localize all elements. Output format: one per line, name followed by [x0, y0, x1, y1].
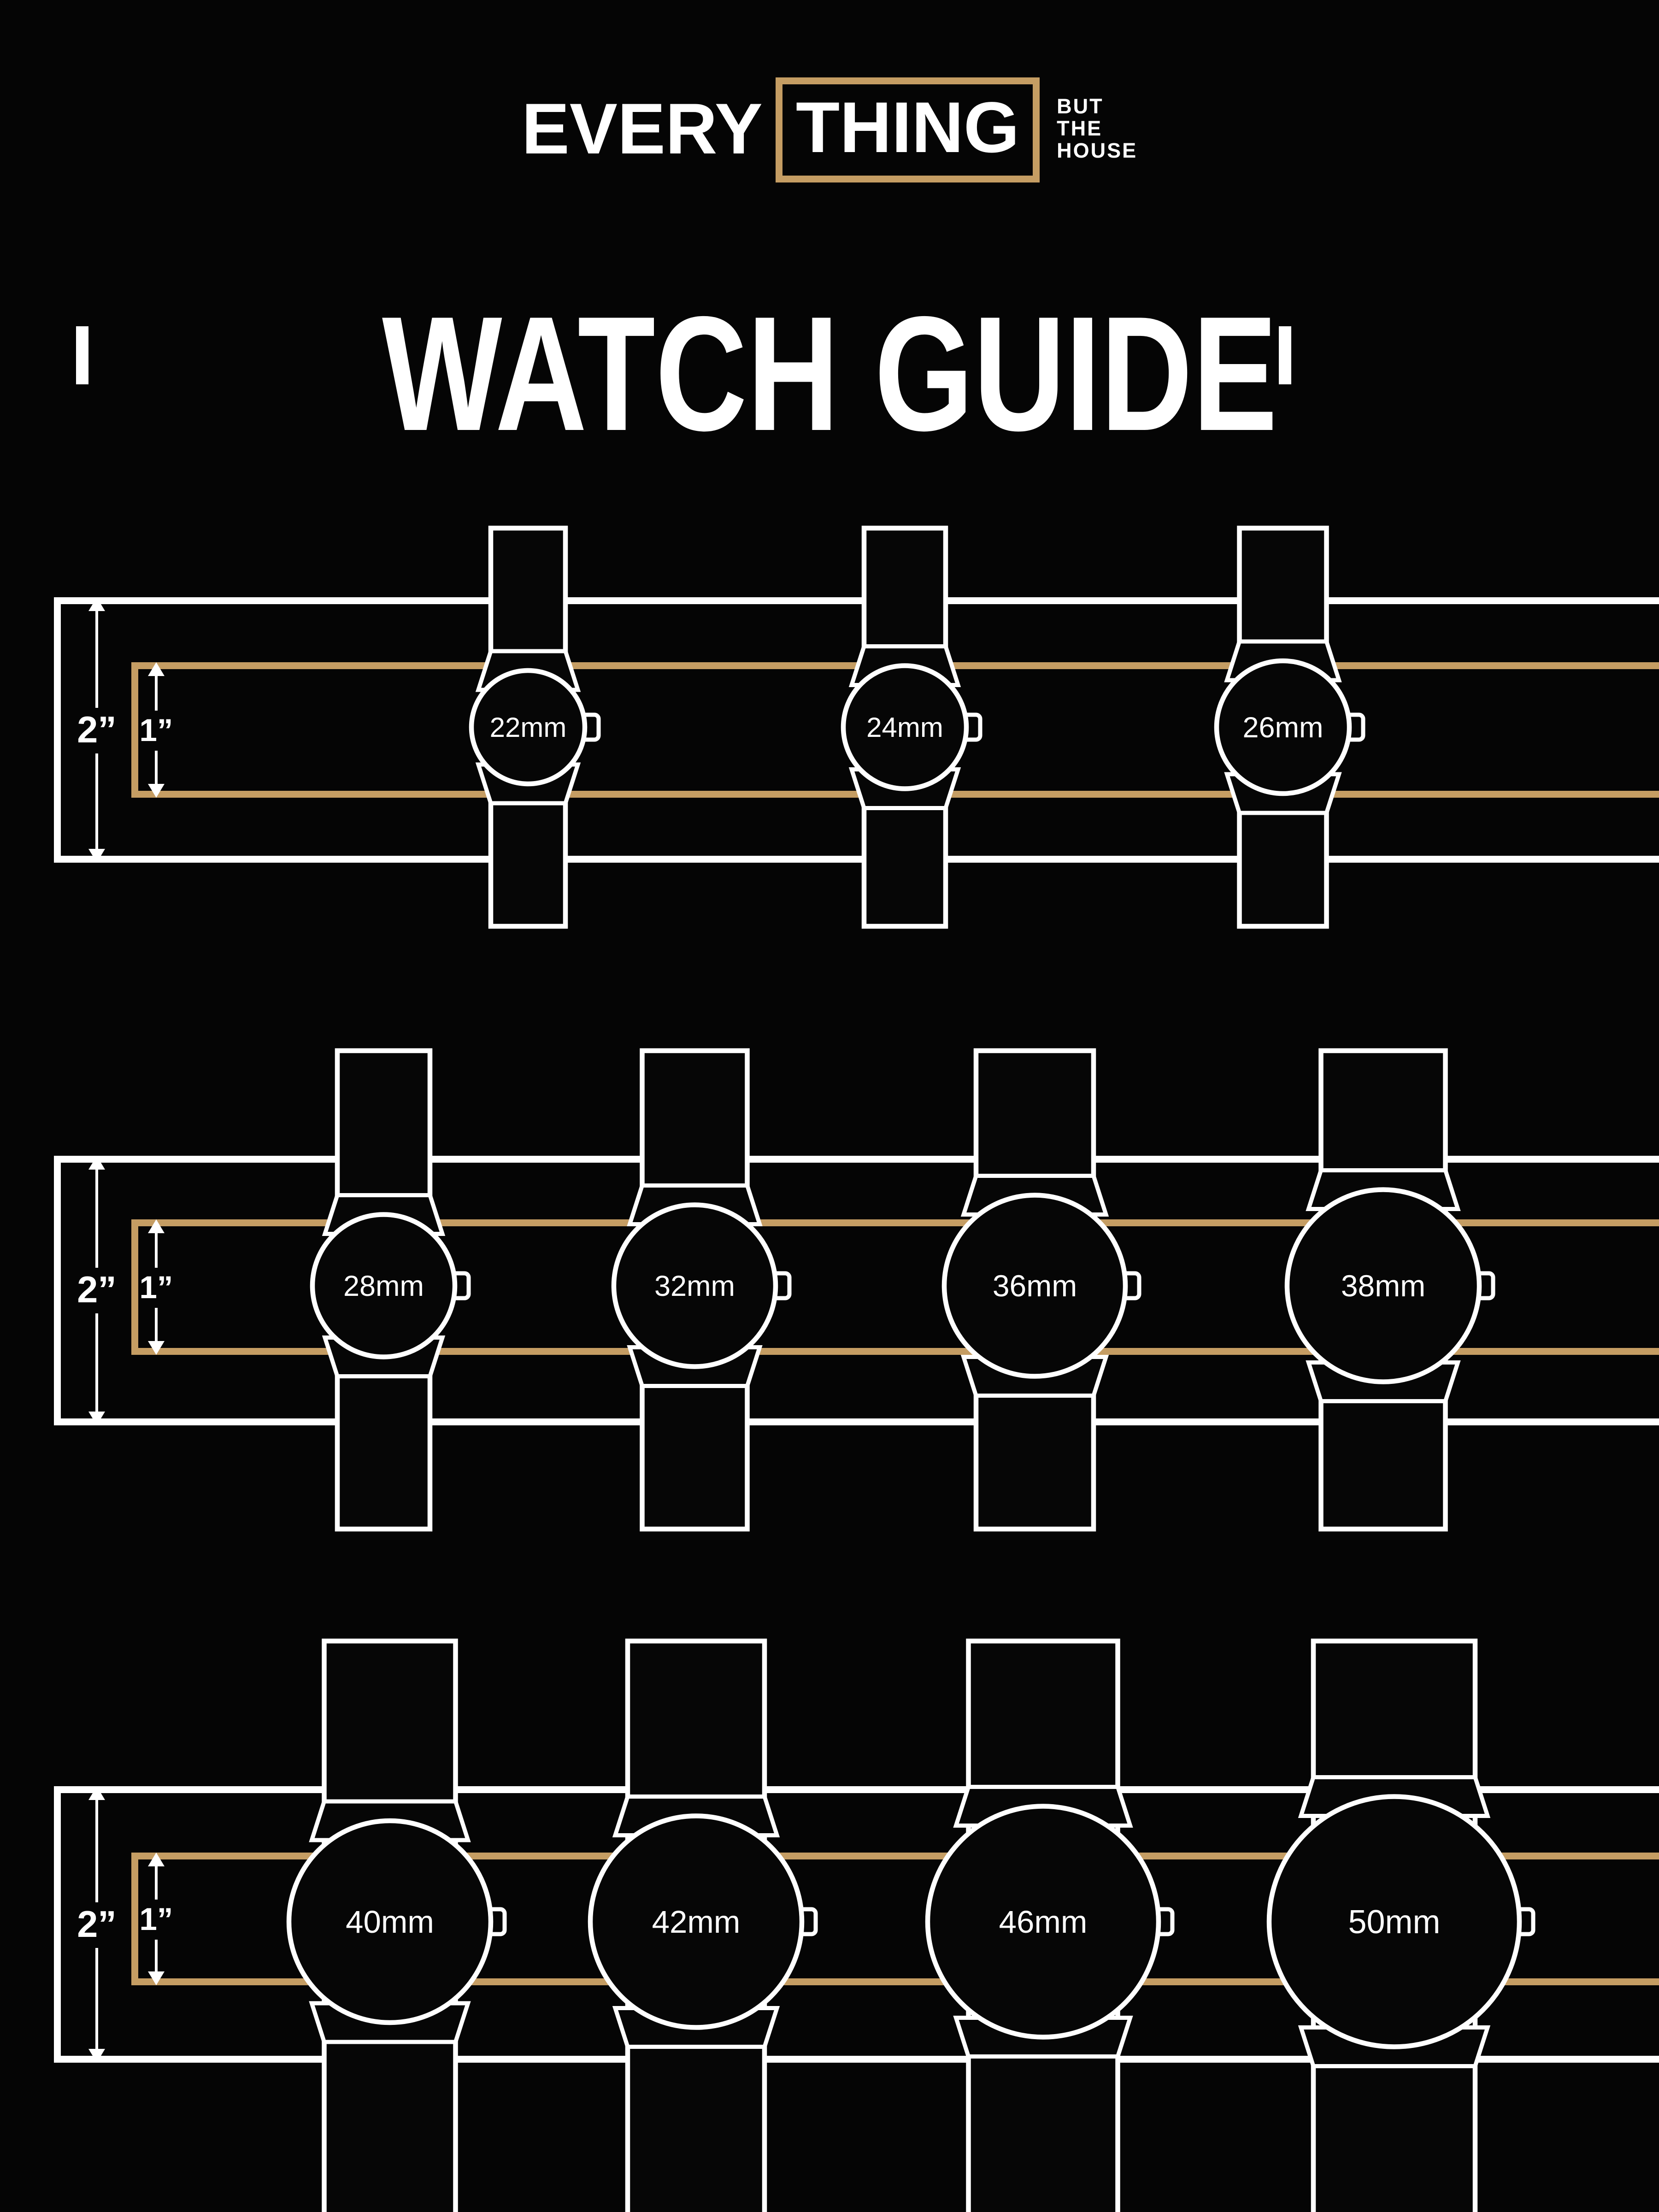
arrow-down-icon [88, 849, 105, 863]
logo-tagline-line: HOUSE [1057, 140, 1138, 163]
logo-tagline: BUT THE HOUSE [1057, 95, 1138, 163]
dimension-label: 1” [139, 1900, 173, 1936]
watch-size-label: 26mm [1242, 712, 1323, 744]
watch-42mm: 42mm [587, 1638, 817, 2212]
watch-case [611, 1202, 777, 1369]
dimension-line [95, 1800, 98, 1902]
logo-tagline-line: BUT [1057, 95, 1104, 119]
watch-50mm: 50mm [1266, 1638, 1535, 2212]
arrow-down-icon [148, 784, 165, 798]
dimension-line [155, 676, 158, 710]
page-title: WATCH GUIDE [0, 293, 1659, 456]
dimension-label: 2” [77, 1269, 117, 1311]
dimension-marker: 2” [73, 597, 120, 863]
watch-case [587, 1813, 804, 2030]
watch-46mm: 46mm [924, 1638, 1174, 2212]
dimension-line [155, 1307, 158, 1341]
dimension-line [155, 750, 158, 784]
dimension-line [95, 1313, 98, 1412]
logo-word-every: EVERY [521, 90, 763, 170]
dimension-marker: 1” [133, 1853, 180, 1985]
watch-26mm: 26mm [1214, 525, 1365, 929]
watch-case [469, 668, 588, 787]
arrow-up-icon [148, 1219, 165, 1233]
dimension-line [155, 1233, 158, 1267]
one-inch-band [131, 1853, 1659, 1985]
watch-case [1214, 658, 1352, 796]
dimension-line [95, 1170, 98, 1268]
dimension-marker: 1” [133, 1219, 180, 1355]
watch-size-label: 28mm [342, 1270, 423, 1302]
watch-size-label: 50mm [1347, 1904, 1440, 1941]
watch-32mm: 32mm [611, 1048, 791, 1532]
watch-case [840, 663, 968, 791]
logo-word-thing: THING [775, 77, 1041, 182]
arrow-down-icon [88, 1412, 105, 1425]
dimension-line [95, 1947, 98, 2049]
watch-case [941, 1193, 1127, 1379]
watch-case [1266, 1794, 1521, 2049]
watch-case [1284, 1187, 1481, 1384]
watch-24mm: 24mm [840, 525, 982, 929]
watch-size-label: 38mm [1340, 1269, 1424, 1303]
logo-tagline-line: THE [1057, 118, 1103, 141]
watch-size-label: 32mm [653, 1270, 734, 1302]
ebth-logo: EVERY THING BUT THE HOUSE [0, 77, 1659, 182]
dimension-line [155, 1866, 158, 1899]
watch-22mm: 22mm [469, 525, 601, 929]
one-inch-band [131, 1219, 1659, 1355]
dimension-line [155, 1939, 158, 1971]
dimension-label: 1” [139, 711, 173, 747]
watch-case [309, 1212, 457, 1359]
arrow-up-icon [88, 1156, 105, 1170]
two-inch-band [54, 1156, 1659, 1425]
arrow-up-icon [148, 1853, 165, 1866]
watch-size-label: 24mm [866, 712, 943, 743]
decorative-tick-left [76, 326, 88, 384]
arrow-down-icon [148, 1971, 165, 1985]
dimension-line [95, 611, 98, 707]
decorative-tick-right [1279, 326, 1291, 384]
logo-wordmark: EVERY THING [521, 77, 1041, 182]
dimension-marker: 1” [133, 662, 180, 798]
arrow-up-icon [88, 1786, 105, 1800]
watch-case [924, 1804, 1160, 2040]
dimension-line [95, 753, 98, 849]
watch-36mm: 36mm [941, 1048, 1141, 1532]
watch-40mm: 40mm [286, 1638, 507, 2212]
page-title-text: WATCH GUIDE [382, 283, 1277, 466]
arrow-down-icon [148, 1341, 165, 1355]
watch-28mm: 28mm [309, 1048, 470, 1532]
dimension-marker: 2” [73, 1156, 120, 1425]
dimension-label: 2” [77, 1903, 117, 1945]
arrow-up-icon [148, 662, 165, 676]
dimension-marker: 2” [73, 1786, 120, 2063]
watch-size-label: 42mm [651, 1904, 740, 1940]
dimension-label: 1” [139, 1268, 173, 1305]
arrow-up-icon [88, 597, 105, 611]
watch-size-label: 36mm [992, 1269, 1076, 1303]
watch-38mm: 38mm [1284, 1048, 1494, 1532]
dimension-label: 2” [77, 708, 117, 750]
watch-case [286, 1818, 494, 2025]
watch-size-label: 46mm [998, 1904, 1087, 1940]
watch-size-label: 40mm [346, 1904, 434, 1940]
watch-size-label: 22mm [490, 712, 567, 743]
arrow-down-icon [88, 2049, 105, 2063]
